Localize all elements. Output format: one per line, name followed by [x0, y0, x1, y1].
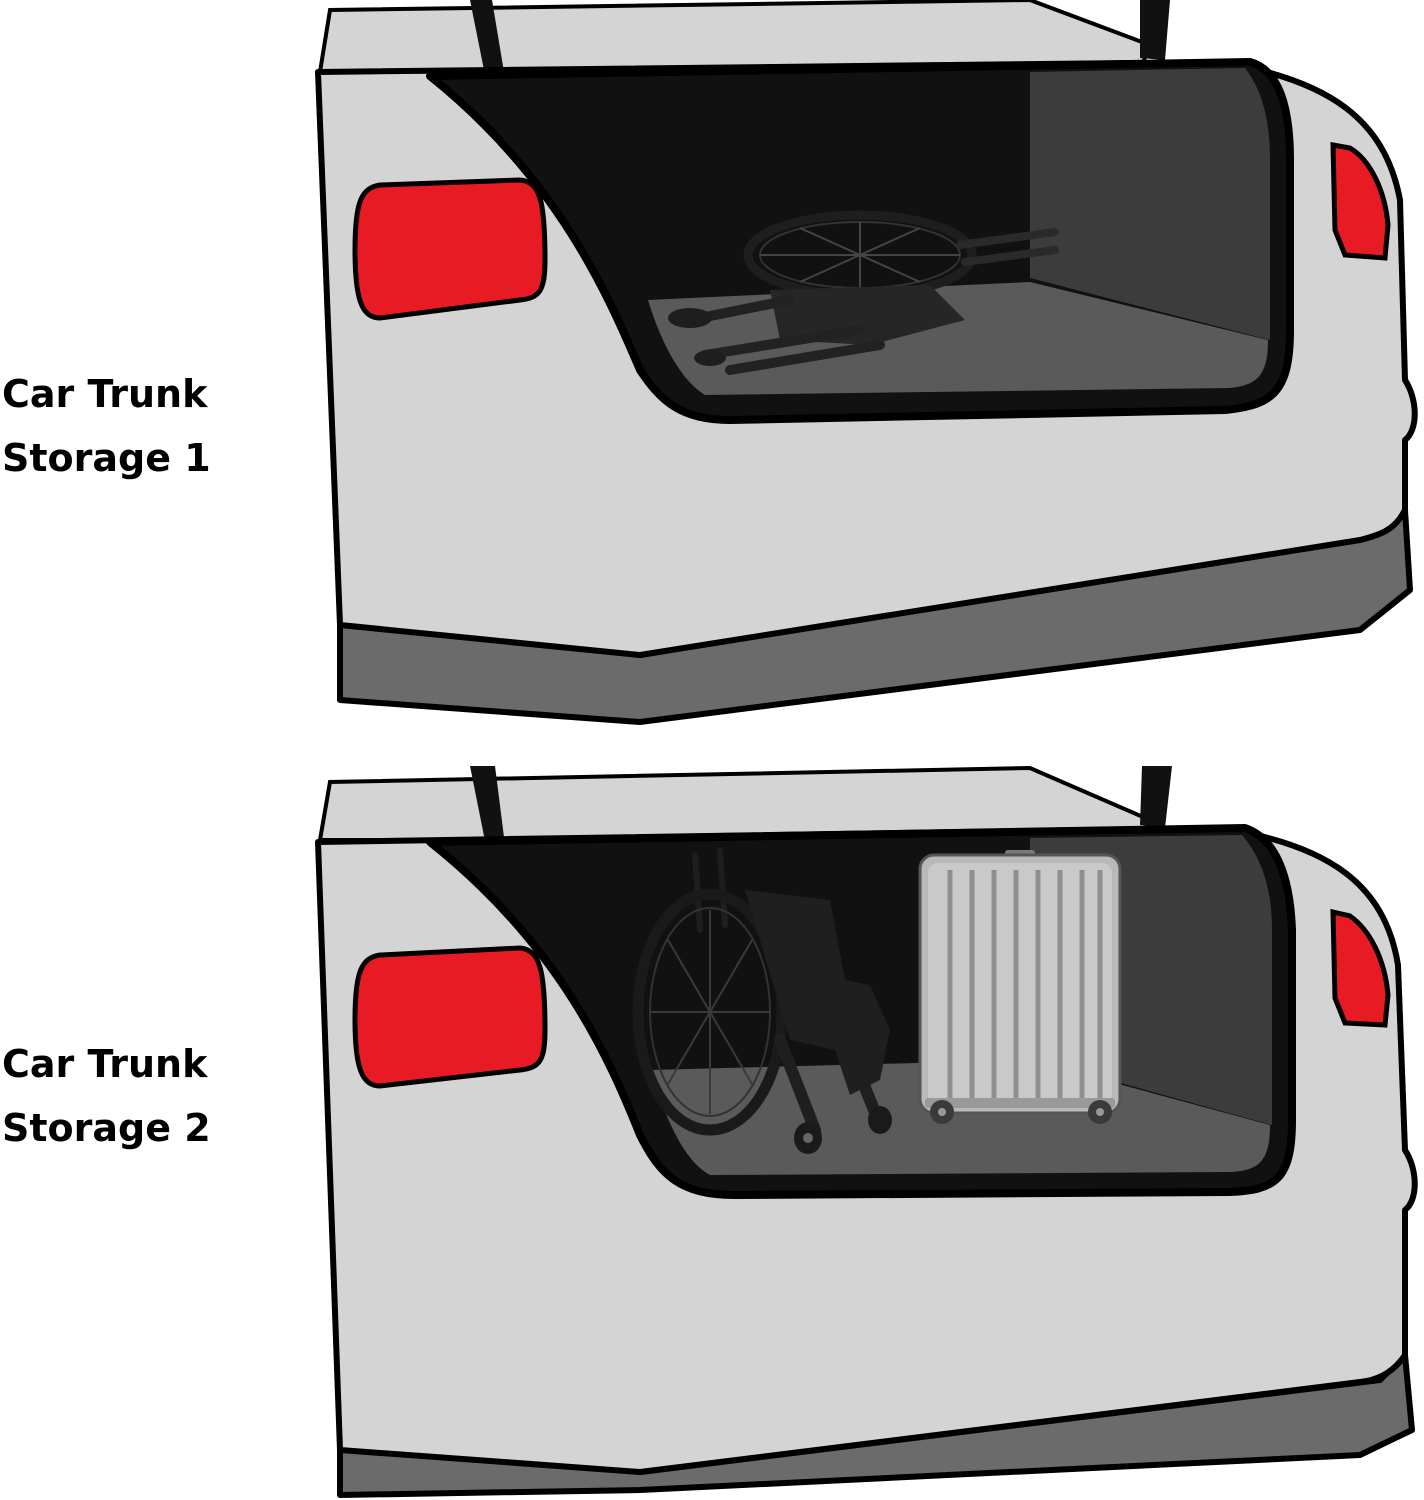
trunk-side-wall	[1030, 68, 1270, 340]
left-tail-light	[352, 177, 548, 321]
panel-2-label: Car Trunk Storage 2	[0, 1032, 302, 1160]
right-strut	[1140, 0, 1170, 60]
panel-1-label-line1: Car Trunk	[2, 372, 208, 416]
left-strut	[470, 0, 505, 80]
panel-1-label-line2: Storage 1	[2, 436, 211, 480]
wheelchair-folded-upright	[632, 847, 892, 1154]
panel-1-label: Car Trunk Storage 1	[0, 362, 302, 490]
wheelchair-lying-flat	[668, 210, 1059, 375]
panel-2-label-line2: Storage 2	[2, 1106, 211, 1150]
left-strut	[470, 766, 505, 846]
car-trunk-illustration-1	[315, 0, 1418, 725]
suitcase	[918, 850, 1122, 1124]
wheelchair-caster-wheel	[668, 308, 712, 328]
panel-2-label-line1: Car Trunk	[2, 1042, 208, 1086]
left-tail-light	[352, 945, 548, 1089]
right-tail-light	[1330, 142, 1391, 261]
car-trunk-illustration-2	[315, 765, 1418, 1498]
right-tail-light	[1330, 908, 1391, 1028]
right-strut	[1140, 766, 1172, 828]
